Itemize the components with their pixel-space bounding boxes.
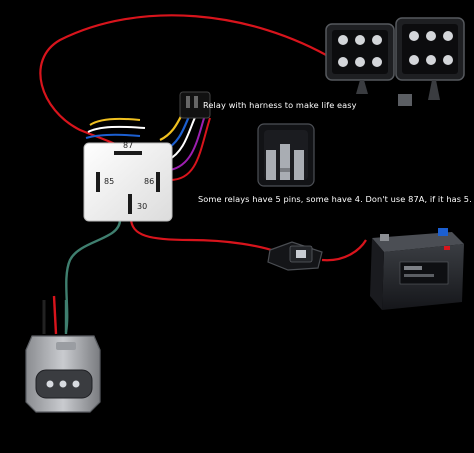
harness-caption: Relay with harness to make life easy [203, 100, 357, 110]
relay-to-plug-wire [64, 219, 122, 333]
fuse-to-battery-wire [321, 239, 367, 262]
light-bar-icon [325, 17, 465, 106]
relay-icon [83, 142, 173, 222]
pins-note-caption: Some relays have 5 pins, some have 4. Do… [198, 194, 472, 204]
harness-connector [179, 91, 211, 119]
battery-icon [370, 228, 464, 310]
relay-to-fuse-wire [129, 217, 279, 254]
connector-plug-icon [25, 295, 101, 413]
relay-photo-icon [257, 123, 315, 187]
fuse-holder-icon [267, 241, 323, 271]
pin-30-label: 30 [137, 202, 148, 211]
pin-87-label: 87 [123, 141, 134, 150]
pin-85-label: 85 [104, 177, 115, 186]
pin-86-label: 86 [144, 177, 155, 186]
